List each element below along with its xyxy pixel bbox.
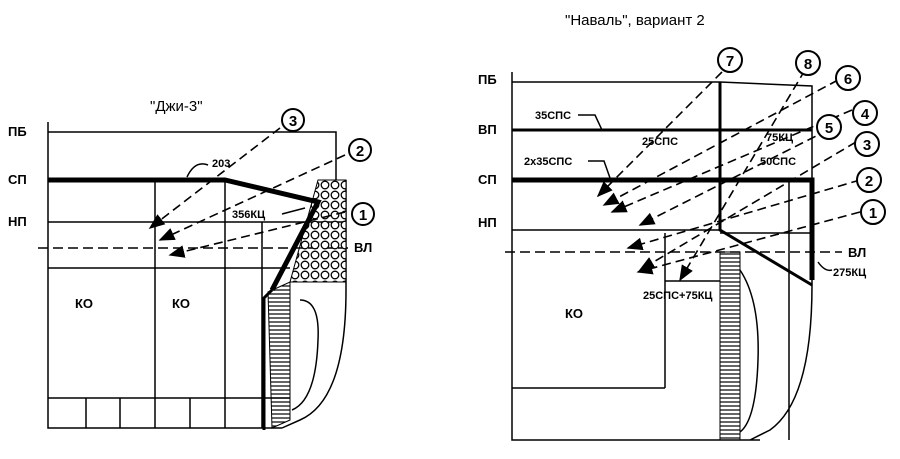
callout-1: 1 bbox=[869, 205, 877, 222]
armor-line bbox=[48, 177, 322, 292]
level-np: НП bbox=[478, 215, 497, 230]
level-pb: ПБ bbox=[478, 72, 497, 87]
level-sp: СП bbox=[478, 172, 497, 187]
callout-7: 7 bbox=[726, 53, 734, 70]
callout-2: 2 bbox=[356, 143, 364, 160]
callout-8: 8 bbox=[804, 56, 812, 73]
callout-3: 3 bbox=[863, 137, 871, 154]
armor-75kc: 75КЦ bbox=[766, 132, 793, 144]
level-vp: ВП bbox=[478, 122, 497, 137]
level-sp: СП bbox=[8, 172, 27, 187]
callout-5: 5 bbox=[825, 120, 833, 137]
armor-2x35sps: 2х35СПС bbox=[524, 156, 572, 168]
belt-hatched bbox=[267, 281, 291, 429]
compartment-ko-2: КО bbox=[172, 296, 190, 311]
armor-25sps: 25СПС bbox=[642, 136, 678, 148]
callout-2: 2 bbox=[865, 173, 873, 190]
left-title: "Джи-3" bbox=[150, 98, 203, 115]
armor-line bbox=[512, 177, 815, 280]
level-pb: ПБ bbox=[8, 124, 27, 139]
compartment-ko: КО bbox=[565, 306, 583, 321]
level-vl: ВЛ bbox=[354, 240, 372, 255]
right-title: "Наваль", вариант 2 bbox=[565, 12, 705, 29]
left-section-dzhi-3: "Джи-3" ПБ СП НП ВЛ 203 356КЦ КО КО 3 2 … bbox=[8, 98, 375, 430]
armor-356kc: 356КЦ bbox=[232, 209, 265, 221]
callout-1: 1 bbox=[359, 207, 367, 224]
callout-4: 4 bbox=[861, 106, 870, 123]
callout-6: 6 bbox=[844, 71, 852, 88]
level-vl: ВЛ bbox=[848, 245, 866, 260]
armor-203: 203 bbox=[212, 158, 230, 170]
armor-35sps: 35СПС bbox=[535, 110, 571, 122]
armor-25sps-75kc: 25СПС+75КЦ bbox=[643, 290, 712, 302]
level-np: НП bbox=[8, 214, 27, 229]
right-section-naval: "Наваль", вариант 2 ПБ ВП СП НП ВЛ 35СПС… bbox=[478, 12, 886, 441]
callout-3: 3 bbox=[289, 113, 297, 130]
armor-50sps: 50СПС bbox=[760, 156, 796, 168]
compartment-ko-1: КО bbox=[75, 296, 93, 311]
belt-hatched bbox=[719, 251, 741, 441]
filler-cells bbox=[289, 179, 347, 283]
armor-275kc: 275КЦ bbox=[833, 267, 866, 279]
